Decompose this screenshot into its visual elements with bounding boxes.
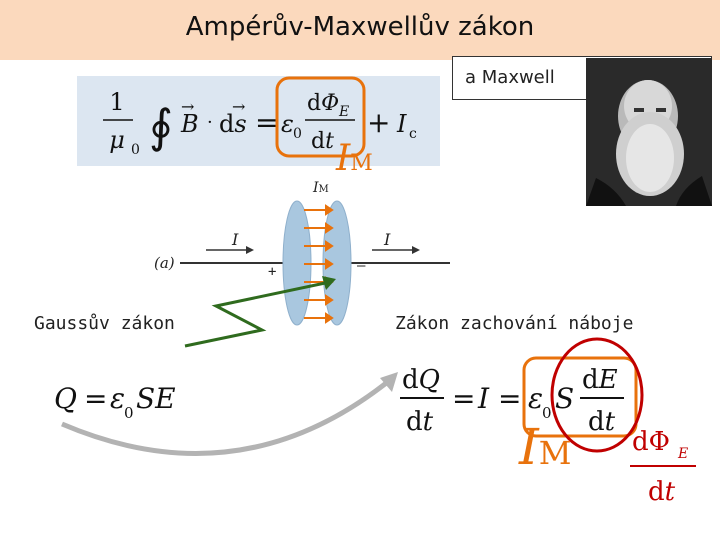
svg-text:E: E [677,446,688,462]
im-label-bottom: IM [519,418,572,476]
svg-text:S: S [555,382,574,415]
svg-text:=: = [452,382,475,415]
svg-text:dt: dt [406,407,434,437]
svg-text:ε: ε [528,382,543,415]
svg-text:dE: dE [582,365,618,395]
svg-text:=: = [498,382,521,415]
svg-text:dQ: dQ [402,365,440,395]
svg-text:dΦ: dΦ [632,427,670,457]
svg-text:dt: dt [588,407,616,437]
svg-text:I: I [477,382,490,415]
svg-text:dt: dt [648,477,676,507]
